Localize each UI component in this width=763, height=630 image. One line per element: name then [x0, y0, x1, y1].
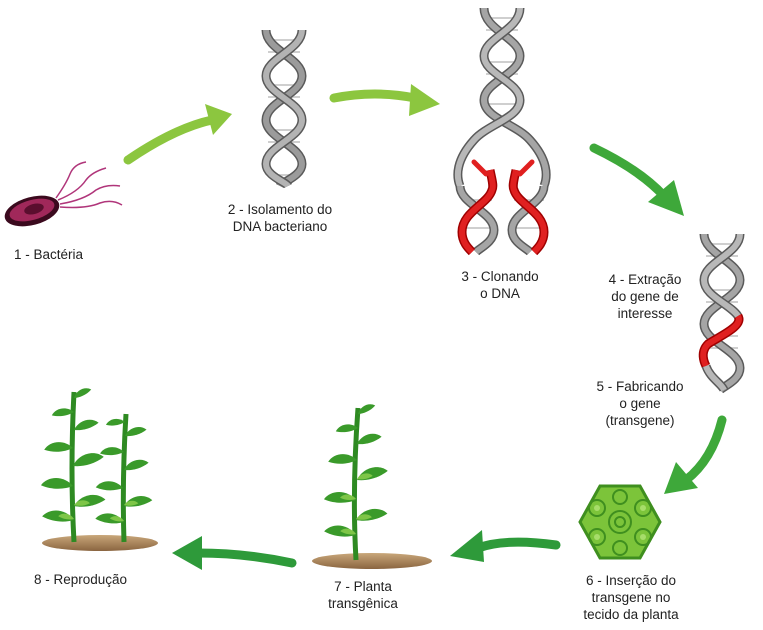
bacteria-icon — [4, 161, 123, 227]
arrow-step5-to-step6 — [664, 415, 727, 494]
arrow-step1-to-step2 — [123, 104, 232, 165]
step-1-label: 1 - Bactéria — [14, 247, 84, 262]
step-8-label: 8 - Reprodução — [34, 572, 128, 587]
arrow-step2-to-step3 — [329, 84, 440, 116]
step-5-label: 5 - Fabricando o gene (transgene) — [596, 379, 684, 428]
reproduction-plants-icon — [40, 384, 158, 551]
dna-bacterial-icon — [261, 29, 307, 190]
step-3-label: 3 - Clonando o DNA — [461, 269, 539, 301]
dna-gene-icon — [698, 233, 745, 394]
step-2-label: 2 - Isolamento do DNA bacteriano — [227, 202, 333, 234]
transgenic-plant-icon — [312, 400, 432, 569]
arrow-step3-to-step4 — [589, 143, 684, 216]
step-6-label: 6 - Inserção do transgene no tecido da p… — [583, 573, 679, 622]
step-4-label: 4 - Extração do gene de interesse — [608, 272, 682, 321]
arrow-step7-to-step8 — [172, 536, 297, 570]
plant-tissue-icon — [578, 484, 662, 560]
dna-cloning-icon — [453, 7, 551, 256]
step-7-label: 7 - Planta transgênica — [328, 579, 398, 611]
arrow-step6-to-step7 — [450, 530, 561, 562]
